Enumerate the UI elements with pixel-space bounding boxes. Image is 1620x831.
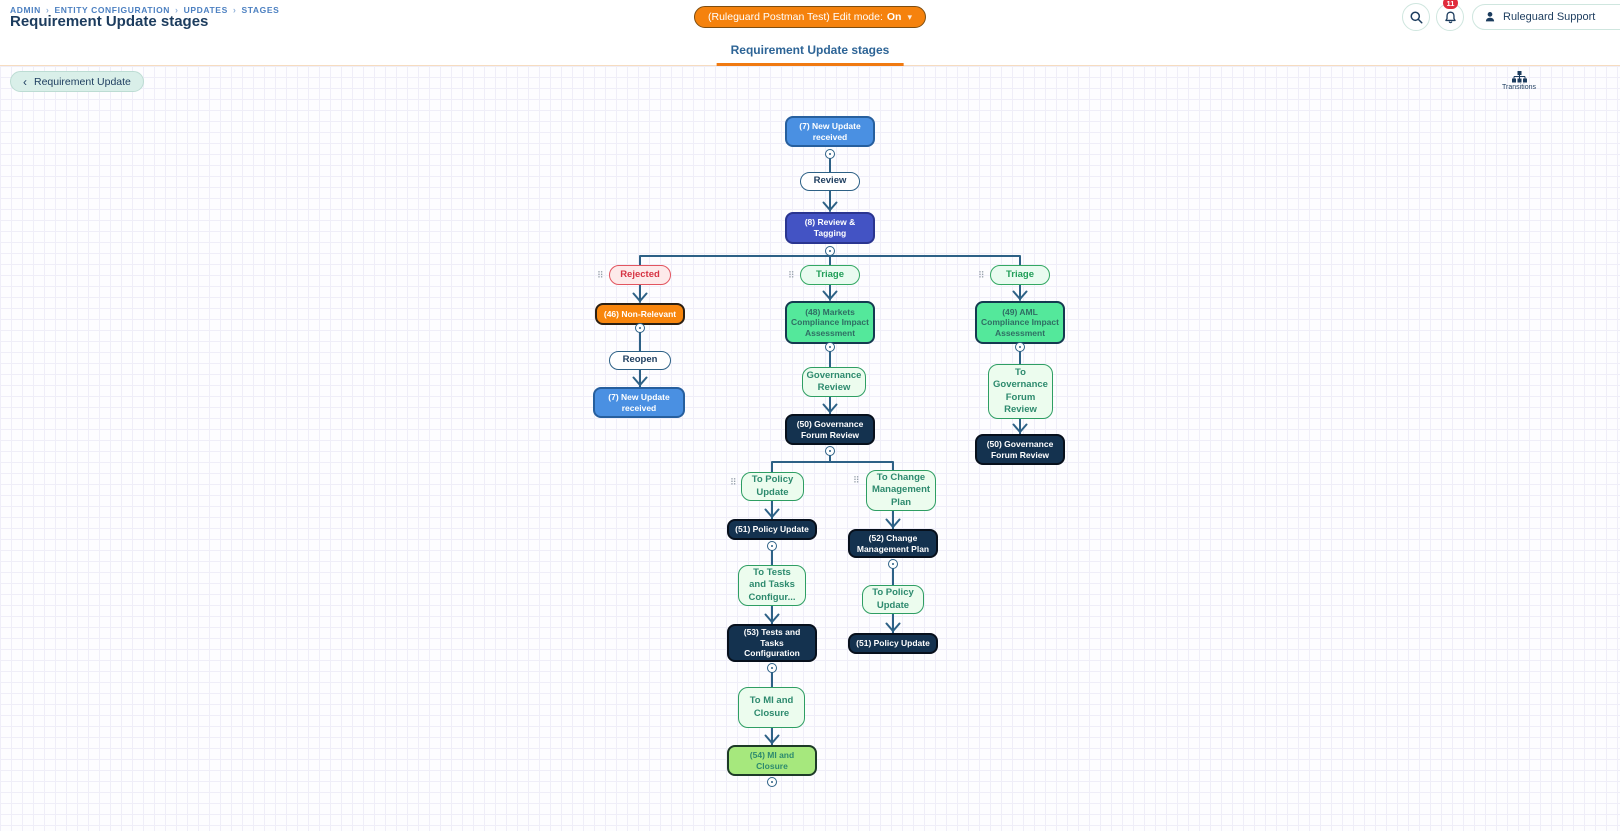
stage-node-51-policy-update[interactable]: (51) Policy Update <box>848 633 938 654</box>
breadcrumb-separator-icon: › <box>232 5 237 15</box>
notification-count-badge: 11 <box>1443 0 1458 9</box>
breadcrumb: ADMIN › ENTITY CONFIGURATION › UPDATES ›… <box>10 5 279 15</box>
stage-node-54-mi-and-closure[interactable]: (54) MI and Closure <box>727 745 817 776</box>
connection-port[interactable] <box>767 663 777 673</box>
drag-handle-icon[interactable]: ⠿ <box>853 475 860 485</box>
transitions-label: Transitions <box>1502 84 1536 91</box>
page-title: Requirement Update stages <box>10 13 209 30</box>
connection-port[interactable] <box>825 342 835 352</box>
breadcrumb-separator-icon: › <box>175 5 179 15</box>
stage-node-7-new-update-received[interactable]: (7) New Update received <box>593 387 685 418</box>
breadcrumb-item-admin[interactable]: ADMIN <box>10 5 41 15</box>
stage-node-46-non-relevant[interactable]: (46) Non-Relevant <box>595 303 685 325</box>
transition-triage[interactable]: Triage <box>800 265 860 285</box>
connection-port[interactable] <box>767 541 777 551</box>
edit-mode-state: On <box>886 11 902 23</box>
stage-node-50-governance-forum-review[interactable]: (50) Governance Forum Review <box>975 434 1065 465</box>
chevron-left-icon: ‹ <box>23 74 27 89</box>
stage-node-48-markets-compliance[interactable]: (48) Markets Compliance Impact Assessmen… <box>785 301 875 344</box>
stage-node-8-review-tagging[interactable]: (8) Review & Tagging <box>785 212 875 244</box>
user-menu[interactable]: Ruleguard Support <box>1472 4 1620 30</box>
drag-handle-icon[interactable]: ⠿ <box>730 477 737 487</box>
connection-port[interactable] <box>635 323 645 333</box>
connection-port[interactable] <box>825 446 835 456</box>
stage-node-52-change-management-plan[interactable]: (52) Change Management Plan <box>848 529 938 558</box>
transition-triage[interactable]: Triage <box>990 265 1050 285</box>
stage-node-49-aml-compliance[interactable]: (49) AML Compliance Impact Assessment <box>975 301 1065 344</box>
drag-handle-icon[interactable]: ⠿ <box>978 270 985 280</box>
transition-rejected[interactable]: Rejected <box>609 265 671 285</box>
edit-mode-badge[interactable]: (Ruleguard Postman Test) Edit mode: On ▾ <box>693 6 927 28</box>
top-header: ADMIN › ENTITY CONFIGURATION › UPDATES ›… <box>0 0 1620 36</box>
transition-review[interactable]: Review <box>800 172 860 191</box>
back-button-label: Requirement Update <box>34 75 131 88</box>
transition-reopen[interactable]: Reopen <box>609 351 671 370</box>
stage-node-53-tests-tasks-configuration[interactable]: (53) Tests and Tasks Configuration <box>727 624 817 662</box>
stage-node-50-governance-forum-review[interactable]: (50) Governance Forum Review <box>785 414 875 445</box>
breadcrumb-item-updates[interactable]: UPDATES <box>183 5 228 15</box>
transition-to-mi-and-closure[interactable]: To MI and Closure <box>738 687 805 728</box>
bell-icon <box>1444 11 1456 23</box>
user-icon <box>1485 12 1495 22</box>
transition-to-change-management[interactable]: To Change Management Plan <box>866 470 936 511</box>
search-button[interactable] <box>1402 3 1430 31</box>
transition-to-policy-update[interactable]: To Policy Update <box>741 472 804 501</box>
diagram-canvas[interactable]: ‹ Requirement Update Transitions (7) New… <box>0 66 1620 831</box>
breadcrumb-item-stages[interactable]: STAGES <box>241 5 280 15</box>
connection-port[interactable] <box>767 777 777 787</box>
user-name: Ruleguard Support <box>1503 11 1596 23</box>
back-button[interactable]: ‹ Requirement Update <box>10 71 144 92</box>
connection-port[interactable] <box>825 149 835 159</box>
connection-port[interactable] <box>1015 342 1025 352</box>
drag-handle-icon[interactable]: ⠿ <box>788 270 795 280</box>
search-icon <box>1409 10 1423 24</box>
breadcrumb-item-entity-configuration[interactable]: ENTITY CONFIGURATION <box>54 5 171 15</box>
connection-port[interactable] <box>888 559 898 569</box>
tab-bar: Requirement Update stages <box>0 36 1620 66</box>
transition-governance-review[interactable]: Governance Review <box>802 367 866 397</box>
transition-to-governance-forum[interactable]: To Governance Forum Review <box>988 364 1053 419</box>
stage-node-7-new-update-received[interactable]: (7) New Update received <box>785 116 875 147</box>
transition-to-tests-tasks-config[interactable]: To Tests and Tasks Configur... <box>738 565 806 606</box>
transitions-icon <box>1511 71 1527 83</box>
drag-handle-icon[interactable]: ⠿ <box>597 270 604 280</box>
transition-to-policy-update[interactable]: To Policy Update <box>862 585 924 614</box>
chevron-down-icon: ▾ <box>907 11 913 22</box>
stage-node-51-policy-update[interactable]: (51) Policy Update <box>727 519 817 540</box>
breadcrumb-separator-icon: › <box>45 5 50 15</box>
transitions-tool-button[interactable]: Transitions <box>1502 71 1536 91</box>
edit-mode-label: (Ruleguard Postman Test) Edit mode: <box>707 11 883 23</box>
tab-requirement-update-stages[interactable]: Requirement Update stages <box>716 36 904 66</box>
connection-port[interactable] <box>825 246 835 256</box>
